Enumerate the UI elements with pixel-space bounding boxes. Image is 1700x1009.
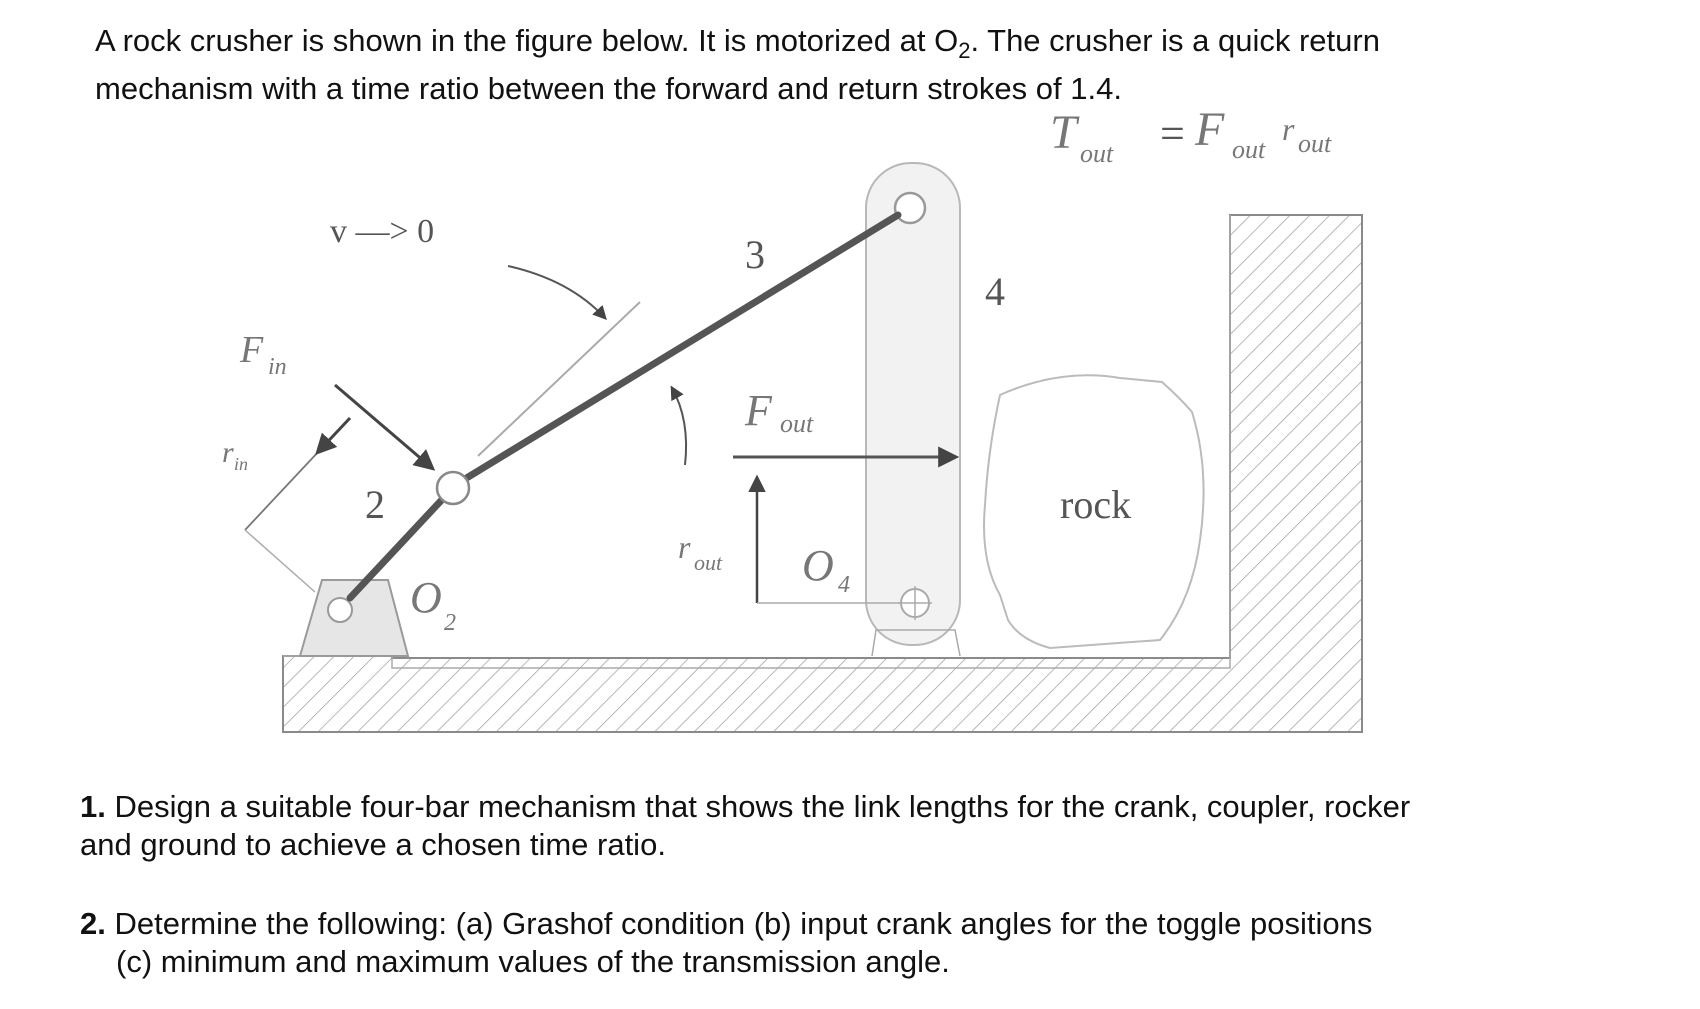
o4-label: O [802, 541, 834, 590]
o2-sub: 2 [444, 610, 456, 636]
intro-line1-sub: 2 [958, 38, 971, 64]
eq-T-sub: out [1080, 139, 1114, 168]
link-2-label: 2 [365, 482, 385, 527]
velocity-label: v —> 0 [330, 213, 434, 250]
link-3-coupler [456, 211, 902, 486]
link-4-rocker [865, 162, 961, 657]
question-1-number: 1. [80, 789, 106, 824]
intro-line1-pre: A rock crusher is shown in the figure be… [95, 23, 959, 58]
eq-F-sub: out [1232, 135, 1266, 164]
question-2-line2: (c) minimum and maximum values of the tr… [116, 944, 950, 979]
f-out-label: F [744, 386, 773, 435]
intro-line2: mechanism with a time ratio between the … [95, 71, 1122, 107]
eq-T: T [1050, 106, 1080, 159]
r-out-dimension: r out [678, 474, 900, 604]
r-in-dimension: r in [222, 416, 352, 593]
f-in-label: F [239, 329, 264, 371]
rock-label: rock [1060, 482, 1131, 527]
crank-coupler-joint [435, 470, 471, 506]
question-1-line1: Design a suitable four-bar mechanism tha… [114, 789, 1411, 824]
r-out-sub: out [694, 550, 723, 575]
velocity-direction: v —> 0 [330, 213, 641, 457]
o4-sub: 4 [838, 572, 850, 598]
link-2-crank [346, 486, 455, 602]
f-out-sub: out [780, 409, 814, 438]
eq-F: F [1194, 103, 1225, 156]
link-4-label: 4 [985, 269, 1005, 314]
eq-r: r [1282, 111, 1295, 147]
o2-label: O [410, 573, 442, 622]
o2-pivot-support [298, 579, 410, 657]
f-out-force: F out [733, 386, 960, 468]
eq-equals: = [1160, 109, 1185, 158]
eq-r-sub: out [1298, 129, 1332, 158]
link-3-label: 3 [745, 232, 765, 277]
r-in-sub: in [234, 454, 248, 474]
question-2-line1: Determine the following: (a) Grashof con… [114, 906, 1373, 941]
intro-line1-post: . The crusher is a quick return [970, 23, 1380, 58]
torque-equation: T out = F out r out [1050, 103, 1332, 168]
question-1: 1. Design a suitable four-bar mechanism … [80, 788, 1600, 864]
r-in-label: r [222, 436, 234, 469]
question-2: 2. Determine the following: (a) Grashof … [80, 905, 1600, 981]
angle-arrow [670, 385, 688, 466]
rock: rock [983, 374, 1205, 650]
f-in-sub: in [268, 354, 287, 380]
question-1-line2: and ground to achieve a chosen time rati… [80, 827, 666, 862]
problem-statement: A rock crusher is shown in the figure be… [95, 22, 1575, 108]
r-out-label: r [678, 529, 691, 565]
question-2-number: 2. [80, 906, 106, 941]
f-in-force: F in [239, 329, 436, 471]
